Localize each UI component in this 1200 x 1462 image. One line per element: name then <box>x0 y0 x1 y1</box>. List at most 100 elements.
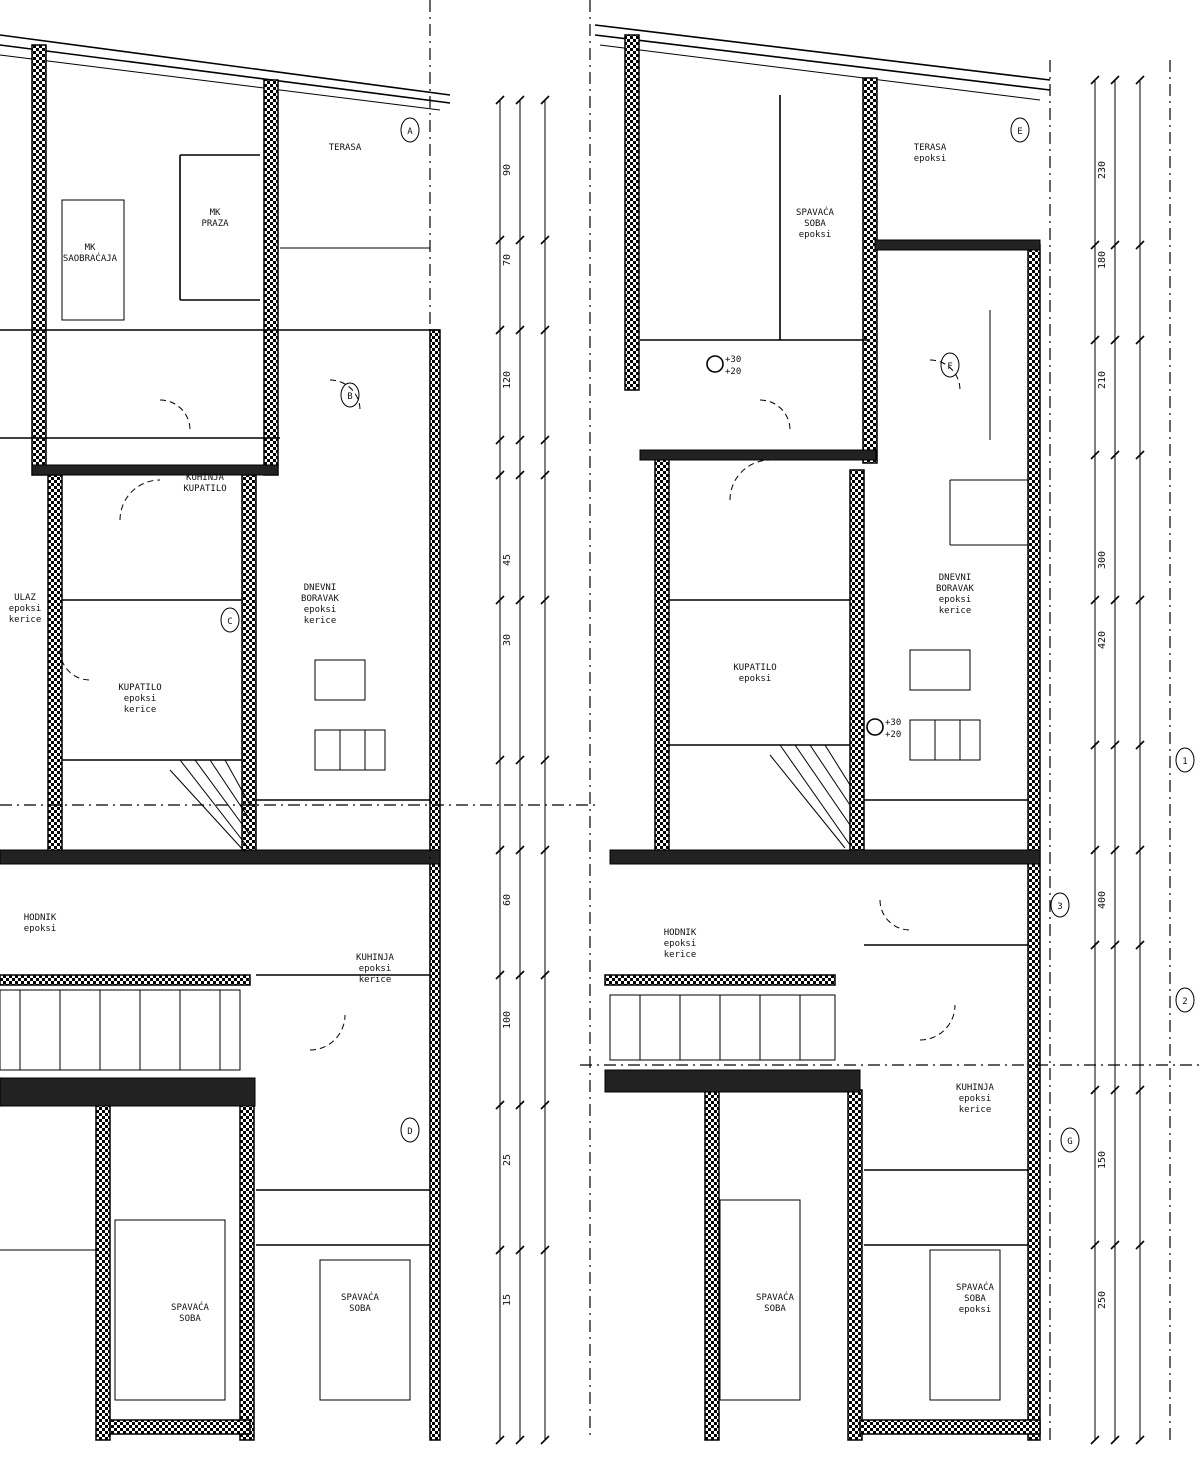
slab-r-2 <box>604 974 836 986</box>
room-label-line: PRAZA <box>201 219 229 229</box>
room-label-line: ULAZ <box>14 593 36 603</box>
dimension-value: 90 <box>502 164 513 176</box>
dimension-lines <box>495 75 1145 1445</box>
room-label-line: epoksi <box>959 1094 992 1104</box>
room-label-line: SOBA <box>964 1294 986 1304</box>
room-label-line: HODNIK <box>24 913 57 923</box>
slab-3 <box>0 1077 256 1107</box>
dimension-value: 120 <box>502 371 513 389</box>
room-label-line: epoksi <box>664 939 697 949</box>
dimension-value: 250 <box>1097 1291 1108 1309</box>
room-label-line: kerice <box>304 616 337 626</box>
room-label-line: epoksi <box>739 674 772 684</box>
room-label-line: epoksi <box>799 230 832 240</box>
dimension-value: 180 <box>1097 251 1108 269</box>
axis-bubble <box>400 1117 420 1143</box>
slab-r-3 <box>604 1069 861 1093</box>
room-label-line: epoksi <box>939 595 972 605</box>
room-label-line: BORAVAK <box>936 584 975 594</box>
axis-label: G <box>1067 1137 1072 1147</box>
room-label-line: kerice <box>939 606 972 616</box>
room-label-line: TERASA <box>914 143 947 153</box>
room-label-line: kerice <box>664 950 697 960</box>
dimension-labels: 9070120453060100251523018021030042040015… <box>502 161 1108 1309</box>
right-building <box>594 24 1051 1441</box>
wall-r-mid-lower <box>847 1089 863 1441</box>
axis-label: B <box>347 392 352 402</box>
room-label-line: KUPATILO <box>733 663 776 673</box>
room-label-line: epoksi <box>124 694 157 704</box>
room-label-line: TERASA <box>329 143 362 153</box>
dimension-value: 150 <box>1097 1151 1108 1169</box>
slab-top <box>31 464 279 476</box>
room-label-line: BORAVAK <box>301 594 340 604</box>
level-markers: +30+20+30+20 <box>706 355 901 740</box>
room-label-line: epoksi <box>24 924 57 934</box>
wall-mid-middle <box>241 474 257 856</box>
wall-r-left-middle <box>654 454 670 856</box>
dimension-value: 45 <box>502 554 513 566</box>
wall-r-left-lower <box>704 1089 720 1441</box>
axis-label: C <box>227 617 232 627</box>
room-label-line: kerice <box>959 1105 992 1115</box>
axis-label: D <box>407 1127 412 1137</box>
room-label-line: SAOBRAĆAJA <box>63 252 118 264</box>
level-marker: +30 <box>885 718 901 728</box>
dimension-value: 300 <box>1097 551 1108 569</box>
room-label-line: SPAVAĆA <box>171 1301 210 1313</box>
level-marker: +20 <box>725 367 741 377</box>
room-label-line: KUHINJA <box>186 473 225 483</box>
room-label-line: epoksi <box>304 605 337 615</box>
slab-r-top <box>639 449 877 461</box>
room-label-line: MK <box>85 243 96 253</box>
axis-bubble <box>340 382 360 408</box>
room-label-line: SOBA <box>764 1304 786 1314</box>
wall-r-right <box>1027 244 1041 1441</box>
wall-r-mid-middle <box>849 469 865 851</box>
dimension-value: 230 <box>1097 161 1108 179</box>
room-label-line: epoksi <box>959 1305 992 1315</box>
room-label-line: SPAVAĆA <box>341 1291 380 1303</box>
axis-label: 1 <box>1182 757 1187 767</box>
axis-bubble <box>1050 892 1070 918</box>
room-label-line: kerice <box>359 975 392 985</box>
wall-r-mid-upper <box>862 77 878 464</box>
level-marker: +20 <box>885 730 901 740</box>
axis-bubble <box>1060 1127 1080 1153</box>
axis-bubble <box>940 352 960 378</box>
dimension-value: 210 <box>1097 371 1108 389</box>
dimension-value: 100 <box>502 1011 513 1029</box>
axis-bubble <box>400 117 420 143</box>
room-label-line: epoksi <box>359 964 392 974</box>
room-label-line: MK <box>210 208 221 218</box>
wall-r-left-upper <box>624 34 640 391</box>
dimension-value: 70 <box>502 254 513 266</box>
slab-2 <box>0 974 251 986</box>
wall-left-upper <box>31 44 47 476</box>
wall-left-lower <box>95 1104 111 1441</box>
axis-label: 3 <box>1057 902 1062 912</box>
room-label-line: kerice <box>124 705 157 715</box>
slab-bottom <box>109 1419 251 1435</box>
wall-right <box>429 329 441 1441</box>
room-label-line: SOBA <box>179 1314 201 1324</box>
dimension-value: 15 <box>502 1294 513 1306</box>
room-label-line: KUHINJA <box>356 953 395 963</box>
room-label-line: SPAVAĆA <box>756 1291 795 1303</box>
dimension-value: 420 <box>1097 631 1108 649</box>
room-label-line: KUPATILO <box>118 683 161 693</box>
axis-bubble <box>1175 747 1195 773</box>
wall-left-middle <box>47 474 63 856</box>
axis-label: A <box>407 127 413 137</box>
room-label-line: SOBA <box>349 1304 371 1314</box>
left-building <box>0 34 451 1441</box>
room-label-line: DNEVNI <box>304 583 337 593</box>
dimension-value: 30 <box>502 634 513 646</box>
room-label-line: HODNIK <box>664 928 697 938</box>
room-label-line: DNEVNI <box>939 573 972 583</box>
room-label-line: epoksi <box>9 604 42 614</box>
stair-left <box>169 759 251 853</box>
room-labels: MKSAOBRAĆAJAMKPRAZATERASAKUHINJAKUPATILO… <box>9 143 995 1324</box>
